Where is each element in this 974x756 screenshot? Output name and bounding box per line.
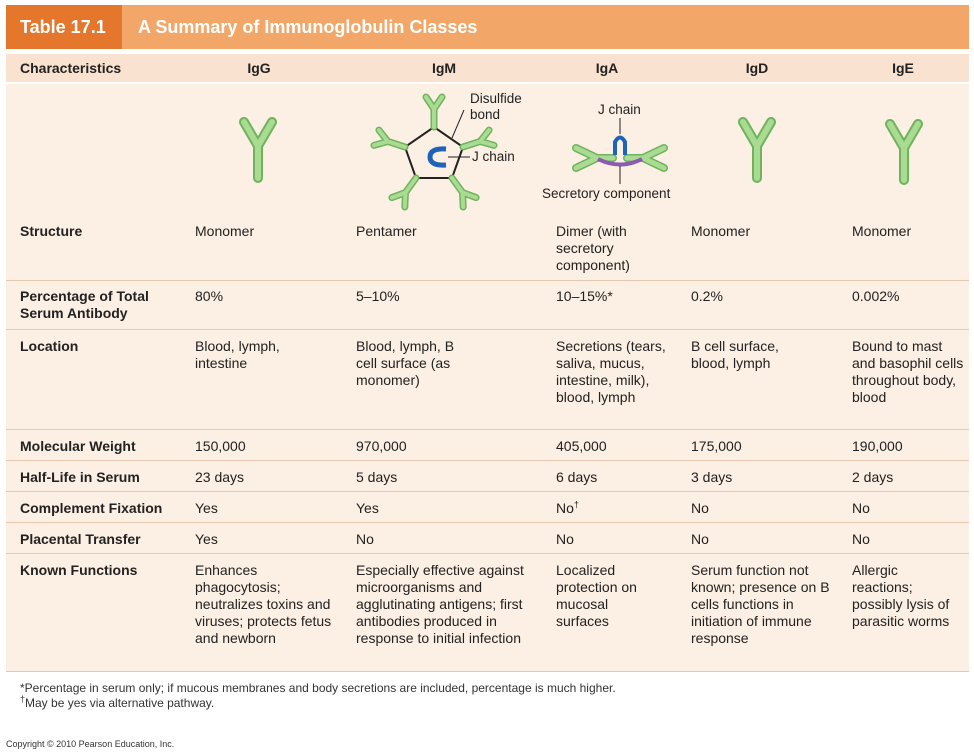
header-ige: IgE — [892, 60, 914, 76]
row-divider — [6, 671, 969, 672]
cell-location-igg: Blood, lymph, intestine — [195, 338, 280, 371]
cell-complement-iga: No† — [556, 500, 579, 517]
cell-location-igd: B cell surface, blood, lymph — [691, 338, 779, 371]
row-label-percentage: Percentage of Total Serum Antibody — [20, 288, 149, 321]
cell-functions-iga: Localized protection on mucosal surfaces — [556, 562, 637, 629]
cell-weight-ige: 190,000 — [852, 438, 903, 454]
cell-placental-igm: No — [356, 531, 374, 547]
cell-placental-iga: No — [556, 531, 574, 547]
cell-structure-igg: Monomer — [195, 223, 255, 239]
header-igg: IgG — [247, 60, 271, 76]
title-bar — [6, 5, 969, 49]
cell-percentage-igm: 5–10% — [356, 288, 400, 304]
cell-complement-ige: No — [852, 500, 870, 516]
secretory-component-icon — [597, 157, 643, 167]
row-divider — [6, 280, 969, 281]
cell-functions-ige: Allergic reactions; possibly lysis of pa… — [852, 562, 950, 629]
cell-weight-igg: 150,000 — [195, 438, 246, 454]
header-igm: IgM — [431, 60, 457, 76]
row-label-functions: Known Functions — [20, 562, 138, 578]
iga-dimer-icon — [572, 118, 668, 184]
row-label-structure: Structure — [20, 223, 83, 239]
footnote-dagger-text: May be yes via alternative pathway. — [25, 696, 215, 710]
cell-halflife-iga: 6 days — [556, 469, 598, 485]
cell-functions-igm: Especially effective against microorgani… — [356, 562, 524, 646]
row-divider — [6, 522, 969, 523]
cell-percentage-ige: 0.002% — [852, 288, 900, 304]
row-label-weight: Molecular Weight — [20, 438, 136, 454]
row-divider — [6, 429, 969, 430]
complement-iga-value: No — [556, 500, 574, 516]
cell-location-ige: Bound to mast and basophil cells through… — [852, 338, 964, 405]
igd-monomer-icon — [743, 122, 771, 178]
row-label-placental: Placental Transfer — [20, 531, 141, 547]
igm-j-chain-label: J chain — [472, 149, 515, 164]
j-chain-icon — [427, 146, 447, 168]
cell-structure-iga: Dimer (with secretory component) — [556, 223, 630, 273]
disulfide-label: Disulfide — [470, 91, 522, 106]
cell-complement-igm: Yes — [356, 500, 379, 516]
cell-complement-igg: Yes — [195, 500, 218, 516]
row-divider — [6, 329, 969, 330]
iga-j-chain-label: J chain — [598, 102, 641, 117]
footnote-dagger: †May be yes via alternative pathway. — [20, 694, 215, 711]
cell-percentage-igd: 0.2% — [691, 288, 723, 304]
ige-monomer-icon — [890, 124, 918, 180]
cell-placental-igg: Yes — [195, 531, 218, 547]
cell-halflife-ige: 2 days — [852, 469, 894, 485]
j-chain-icon — [613, 135, 627, 155]
secretory-component-label: Secretory component — [542, 186, 671, 201]
cell-weight-iga: 405,000 — [556, 438, 607, 454]
row-label-complement: Complement Fixation — [20, 500, 163, 516]
cell-functions-igd: Serum function not known; presence on B … — [691, 562, 830, 646]
cell-location-iga: Secretions (tears, saliva, mucus, intest… — [556, 338, 666, 405]
footnote-star: *Percentage in serum only; if mucous mem… — [20, 681, 616, 695]
cell-location-igm: Blood, lymph, B cell surface (as monomer… — [356, 338, 455, 388]
table-title: A Summary of Immunoglobulin Classes — [138, 17, 478, 37]
cell-weight-igm: 970,000 — [356, 438, 407, 454]
copyright: Copyright © 2010 Pearson Education, Inc. — [6, 739, 175, 749]
cell-complement-igd: No — [691, 500, 709, 516]
cell-percentage-iga: 10–15%* — [556, 288, 613, 304]
header-characteristics: Characteristics — [20, 60, 122, 76]
cell-halflife-igd: 3 days — [691, 469, 733, 485]
dagger-mark: † — [573, 499, 579, 510]
row-label-location: Location — [20, 338, 79, 354]
igm-pentamer-icon — [374, 97, 494, 207]
row-label-halflife: Half-Life in Serum — [20, 469, 140, 485]
cell-placental-ige: No — [852, 531, 870, 547]
cell-halflife-igm: 5 days — [356, 469, 398, 485]
cell-structure-ige: Monomer — [852, 223, 912, 239]
bond-label: bond — [470, 107, 501, 122]
row-divider — [6, 553, 969, 554]
cell-percentage-igg: 80% — [195, 288, 224, 304]
header-row — [6, 54, 969, 82]
row-divider — [6, 491, 969, 492]
cell-structure-igm: Pentamer — [356, 223, 417, 239]
header-iga: IgA — [595, 60, 619, 76]
igg-monomer-icon — [244, 122, 272, 178]
table-body — [6, 84, 969, 671]
cell-placental-igd: No — [691, 531, 709, 547]
header-igd: IgD — [745, 60, 769, 76]
table-number: Table 17.1 — [6, 5, 122, 49]
cell-structure-igd: Monomer — [691, 223, 751, 239]
cell-functions-igg: Enhances phagocytosis; neutralizes toxin… — [195, 562, 332, 646]
footnote-dagger-mark: † — [20, 694, 26, 704]
row-divider — [6, 460, 969, 461]
cell-weight-igd: 175,000 — [691, 438, 742, 454]
cell-halflife-igg: 23 days — [195, 469, 245, 485]
